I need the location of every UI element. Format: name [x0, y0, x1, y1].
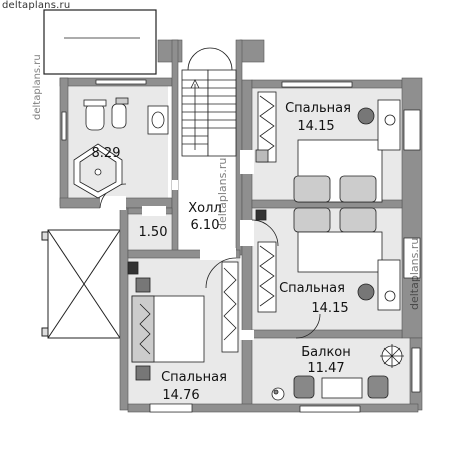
bathroom-fixtures	[73, 97, 169, 199]
room-balcony-name: Балкон	[301, 345, 351, 360]
watermark-vertical: deltaplans.ru	[216, 158, 229, 230]
room-bedroom-mid-name: Спальная	[279, 281, 345, 296]
entrance-canopy	[41, 229, 121, 339]
bedroom-top-furniture	[255, 91, 401, 203]
room-bedroom-bottom-name: Спальная	[161, 370, 227, 385]
roof-terrace-outline	[43, 9, 157, 75]
room-hall-area: 6.10	[191, 218, 220, 233]
room-closet-area: 1.50	[139, 225, 168, 240]
watermark-vertical-left: deltaplans.ru	[32, 54, 43, 120]
room-bedroom-top-area: 14.15	[297, 119, 334, 134]
bedroom-mid-furniture	[255, 207, 401, 313]
room-bedroom-top-name: Спальная	[285, 101, 351, 116]
room-hall-name: Холл	[188, 201, 221, 216]
windows	[61, 79, 421, 413]
door-openings	[99, 150, 321, 340]
room-bedroom-mid-area: 14.15	[311, 301, 348, 316]
site-watermark-label: deltaplans.ru	[2, 0, 71, 11]
staircase	[181, 47, 237, 157]
balcony-furniture	[271, 344, 404, 401]
room-bedroom-bottom-area: 14.76	[162, 388, 199, 403]
bedroom-bottom-furniture	[127, 261, 239, 381]
watermark-vertical-right: deltaplans.ru	[408, 238, 421, 310]
room-balcony-area: 11.47	[307, 361, 344, 376]
room-labels: 8.29 Холл 6.10 1.50 Спальная 14.15 Спаль…	[92, 101, 351, 403]
room-bath-area: 8.29	[92, 146, 121, 161]
